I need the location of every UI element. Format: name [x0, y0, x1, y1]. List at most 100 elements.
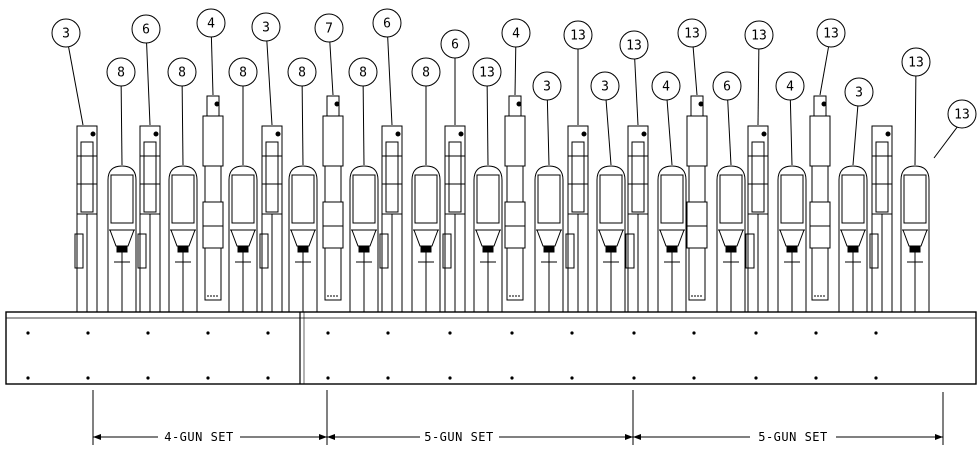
gun-unit	[686, 95, 708, 301]
callout-number: 7	[325, 22, 333, 37]
callout-balloon: 7	[314, 13, 344, 96]
dimension-label-5-gun-set-middle: 5-GUN SET	[424, 430, 494, 444]
dimension-lines	[92, 390, 944, 445]
gun-unit	[228, 165, 258, 312]
callout-number: 8	[239, 66, 247, 81]
hole	[814, 376, 818, 380]
callout-number: 13	[570, 29, 586, 44]
callout-balloon: 8	[411, 57, 441, 165]
gun-unit	[473, 165, 503, 312]
callout-number: 13	[626, 39, 642, 54]
dimension-label-4-gun-set: 4-GUN SET	[164, 430, 234, 444]
hole	[206, 331, 210, 335]
callout-number: 13	[751, 29, 767, 44]
hole	[754, 376, 758, 380]
base-plate	[5, 311, 977, 385]
callout-balloon: 4	[501, 18, 531, 96]
callout-balloon: 13	[901, 47, 931, 166]
callout-balloon: 6	[712, 71, 742, 166]
callout-number: 8	[298, 66, 306, 81]
callout-number: 13	[954, 108, 970, 123]
callout-balloon: 13	[677, 18, 707, 96]
callout-balloon: 13	[933, 99, 977, 159]
gun-unit	[777, 165, 807, 312]
callout-number: 4	[662, 80, 670, 95]
callout-balloon: 4	[196, 8, 226, 96]
callout-balloon: 8	[106, 57, 136, 166]
gun-unit	[107, 165, 137, 312]
callout-number: 3	[62, 27, 70, 42]
gun-unit	[288, 165, 318, 312]
gun-unit	[349, 165, 379, 312]
callout-number: 13	[908, 56, 924, 71]
hole	[632, 376, 636, 380]
hole	[266, 376, 270, 380]
hole	[874, 376, 878, 380]
hole	[874, 331, 878, 335]
callout-number: 4	[786, 80, 794, 95]
gun-unit	[596, 165, 626, 312]
gun-unit	[657, 165, 687, 312]
hole	[386, 331, 390, 335]
callout-balloon: 13	[744, 20, 774, 126]
hole	[692, 376, 696, 380]
callout-balloon: 13	[816, 18, 846, 96]
callout-number: 13	[684, 27, 700, 42]
callout-balloon: 13	[472, 57, 502, 166]
callout-balloon: 6	[131, 14, 161, 126]
callout-number: 8	[422, 66, 430, 81]
hole	[510, 376, 514, 380]
hole	[510, 331, 514, 335]
hole	[632, 331, 636, 335]
callout-balloon: 3	[532, 71, 562, 166]
callout-number: 13	[823, 27, 839, 42]
gun-unit	[411, 165, 441, 312]
callout-number: 6	[451, 38, 459, 53]
callout-balloon: 8	[228, 57, 258, 165]
callout-balloon: 3	[844, 77, 874, 166]
hole	[266, 331, 270, 335]
callout-balloon: 3	[51, 18, 84, 126]
hole	[386, 376, 390, 380]
callout-number: 13	[479, 66, 495, 81]
callout-number: 8	[178, 66, 186, 81]
gun-unit	[322, 95, 344, 301]
hole	[692, 331, 696, 335]
callout-number: 3	[855, 86, 863, 101]
hole	[326, 376, 330, 380]
callout-balloon: 13	[563, 20, 593, 125]
gun-unit	[504, 95, 526, 301]
callout-number: 3	[262, 21, 270, 36]
gun-unit	[838, 165, 868, 312]
callout-number: 4	[512, 27, 520, 42]
hole	[326, 331, 330, 335]
callout-balloon: 6	[440, 29, 470, 125]
hole	[206, 376, 210, 380]
callout-balloon: 8	[348, 57, 378, 166]
gun-unit	[534, 165, 564, 312]
hole	[754, 331, 758, 335]
hole	[570, 331, 574, 335]
gun-unit	[625, 125, 649, 313]
hole	[814, 331, 818, 335]
hole	[146, 376, 150, 380]
gun-unit	[202, 95, 224, 301]
callout-balloon: 8	[287, 57, 317, 166]
hole	[146, 331, 150, 335]
mounting-holes	[26, 331, 878, 380]
hole	[448, 376, 452, 380]
gun-unit	[716, 165, 746, 312]
hole	[26, 331, 30, 335]
hole	[26, 376, 30, 380]
callout-balloon: 3	[251, 12, 281, 126]
callout-number: 3	[601, 80, 609, 95]
callout-balloon: 13	[619, 30, 649, 126]
callout-balloon: 6	[372, 8, 402, 126]
hole	[570, 376, 574, 380]
callout-balloon: 4	[775, 71, 805, 166]
callout-number: 6	[142, 23, 150, 38]
gun-unit	[168, 165, 198, 312]
hole	[448, 331, 452, 335]
